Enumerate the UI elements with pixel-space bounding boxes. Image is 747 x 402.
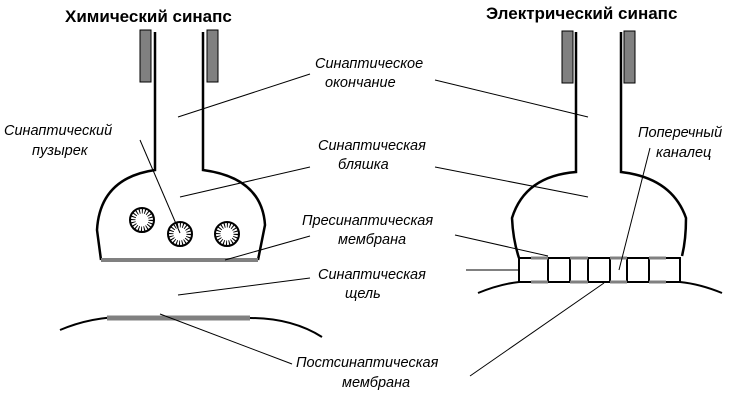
- vesicle-2: [167, 221, 193, 247]
- axon-terminal-outline: [95, 32, 267, 261]
- leader-lines: [139, 73, 651, 377]
- svg-text:Синаптическое: Синаптическое: [315, 56, 423, 72]
- electrical-synapse: [477, 30, 723, 294]
- leader-ending-left: [177, 73, 311, 118]
- gap-junction-channels: [518, 256, 681, 284]
- vesicle-3-dots: [215, 222, 239, 246]
- svg-text:бляшка: бляшка: [338, 157, 389, 173]
- svg-text:пузырек: пузырек: [32, 143, 89, 159]
- vesicle-2-dots: [168, 222, 192, 246]
- vesicle-1: [129, 207, 155, 233]
- leader-ending-right: [434, 79, 589, 118]
- gap-membranes: [531, 256, 666, 284]
- leader-postsyn-right: [469, 282, 605, 377]
- leader-postsyn-left: [159, 313, 293, 365]
- myelin-sheath-left: [139, 29, 152, 83]
- label-synaptic-plaque: Синаптическая бляшка: [318, 138, 426, 173]
- channel-2: [547, 257, 571, 283]
- svg-text:мембрана: мембрана: [338, 232, 406, 248]
- postsynaptic-cell-outline-electrical: [477, 281, 723, 294]
- svg-text:щель: щель: [345, 286, 381, 302]
- channel-5: [666, 257, 681, 283]
- myelin-sheath-right-electrical: [623, 30, 636, 84]
- channel-4: [626, 257, 650, 283]
- vesicle-1-dots: [130, 208, 154, 232]
- leader-presyn-left: [224, 235, 311, 261]
- synaptic-vesicles: [129, 207, 240, 247]
- label-synaptic-cleft: Синаптическая щель: [318, 267, 426, 302]
- label-synaptic-ending: Синаптическое окончание: [315, 56, 423, 91]
- svg-text:Постсинаптическая: Постсинаптическая: [296, 355, 439, 371]
- label-postsynaptic-membrane: Постсинаптическая мембрана: [296, 355, 439, 391]
- svg-text:Синаптическая: Синаптическая: [318, 138, 426, 154]
- axon-terminal-outline-electrical: [510, 32, 688, 259]
- svg-text:Поперечный: Поперечный: [638, 125, 722, 141]
- chemical-synapse-title: Химический синапс: [65, 7, 232, 26]
- label-presynaptic-membrane: Пресинаптическая мембрана: [302, 213, 433, 248]
- svg-text:Синаптический: Синаптический: [4, 123, 112, 139]
- leader-channel: [618, 147, 651, 271]
- label-synaptic-vesicle: Синаптический пузырек: [4, 123, 112, 159]
- channel-1: [518, 257, 531, 283]
- electrical-synapse-title: Электрический синапс: [486, 4, 677, 23]
- label-transverse-channel: Поперечный каналец: [638, 125, 722, 161]
- leader-plaque-right: [434, 166, 589, 198]
- svg-text:мембрана: мембрана: [342, 375, 410, 391]
- leader-plaque-left: [179, 166, 311, 198]
- leader-cleft-left: [177, 277, 311, 296]
- svg-text:Пресинаптическая: Пресинаптическая: [302, 213, 433, 229]
- leader-vesicle: [139, 139, 181, 234]
- svg-text:Синаптическая: Синаптическая: [318, 267, 426, 283]
- svg-text:окончание: окончание: [325, 75, 396, 91]
- myelin-sheath-left-electrical: [561, 30, 574, 84]
- channel-3: [587, 257, 611, 283]
- svg-text:каналец: каналец: [656, 145, 711, 161]
- leader-presyn-right: [454, 234, 549, 257]
- vesicle-3: [214, 221, 240, 247]
- myelin-sheath-right: [206, 29, 219, 83]
- chemical-synapse: [59, 29, 323, 338]
